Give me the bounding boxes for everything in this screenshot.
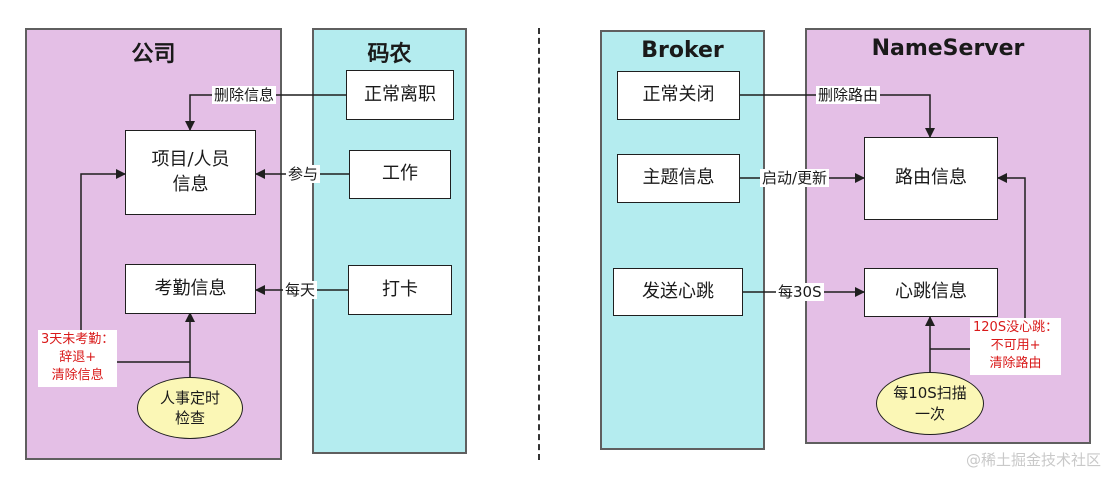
every-30s-label: 每30S <box>776 283 824 301</box>
timeout-rule-label: 120S没心跳： 不可用+ 清除路由 <box>970 318 1062 375</box>
absent-rule-label: 3天未考勤： 辞退+ 清除信息 <box>38 330 118 387</box>
coder-lane-title: 码农 <box>367 42 412 67</box>
edge-check-to-project <box>80 169 190 363</box>
hr-check-node: 人事定时 检查 <box>137 377 243 439</box>
scan-node: 每10S扫描 一次 <box>876 372 984 435</box>
daily-label: 每天 <box>283 281 318 299</box>
clock-in-node: 打卡 <box>348 265 452 315</box>
delete-info-label: 删除信息 <box>212 86 277 104</box>
participate-label: 参与 <box>286 165 321 183</box>
start-update-label: 启动/更新 <box>760 169 830 187</box>
broker-lane-title: Broker <box>641 38 724 63</box>
delete-route-label: 删除路由 <box>816 86 881 104</box>
edge-resign-to-project <box>185 94 346 131</box>
heartbeat-info-node: 心跳信息 <box>864 268 998 317</box>
watermark: @稀土掘金技术社区 <box>965 451 1101 469</box>
section-divider <box>538 28 540 460</box>
company-lane-title: 公司 <box>131 42 176 67</box>
attendance-info-node: 考勤信息 <box>125 264 256 314</box>
topic-info-node: 主题信息 <box>617 154 740 203</box>
send-heartbeat-node: 发送心跳 <box>613 268 743 316</box>
normal-shutdown-node: 正常关闭 <box>617 71 740 120</box>
normal-resign-node: 正常离职 <box>346 70 454 120</box>
edge-shutdown-to-route <box>740 94 935 138</box>
route-info-node: 路由信息 <box>864 137 998 220</box>
nameserver-lane-title: NameServer <box>871 36 1025 61</box>
work-node: 工作 <box>349 150 451 199</box>
project-info-node: 项目/人员 信息 <box>125 130 256 215</box>
